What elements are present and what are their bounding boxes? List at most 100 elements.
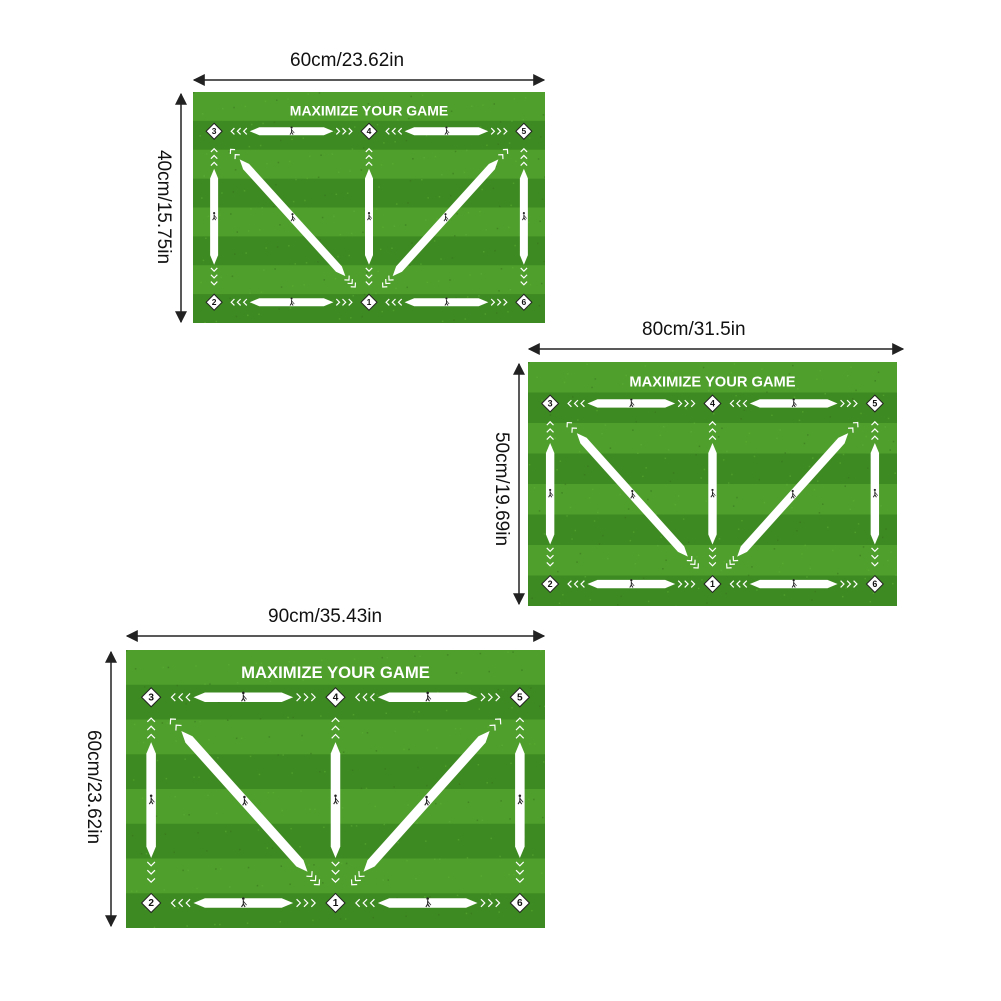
grass-texture xyxy=(352,713,355,716)
grass-texture xyxy=(230,830,232,833)
grass-texture xyxy=(379,101,381,104)
grass-texture xyxy=(674,503,677,506)
chevron-arrow-icon xyxy=(236,127,242,135)
chevron-arrow-icon xyxy=(344,275,350,281)
chevron-arrow-icon xyxy=(515,861,525,867)
grass-texture xyxy=(217,152,219,154)
grass-texture xyxy=(766,391,768,393)
grass-texture xyxy=(470,912,473,915)
chevron-arrow-icon xyxy=(480,898,486,908)
chevron-arrow-icon xyxy=(210,274,218,279)
grass-texture xyxy=(350,232,353,235)
grass-texture xyxy=(578,450,581,453)
grass-texture xyxy=(243,190,246,192)
grass-texture xyxy=(655,513,657,515)
grass-texture xyxy=(735,394,737,397)
grass-texture xyxy=(664,457,667,460)
chevron-arrow-icon xyxy=(690,559,696,566)
grass-texture xyxy=(543,260,545,263)
golfer-icon xyxy=(212,212,218,221)
station-number: 4 xyxy=(710,398,715,408)
chevron-arrow-icon xyxy=(331,877,340,884)
grass-texture xyxy=(769,382,771,385)
grass-texture xyxy=(280,286,283,288)
grass-texture xyxy=(376,694,379,696)
grass-texture xyxy=(818,512,821,514)
grass-texture xyxy=(429,896,431,898)
chevron-arrow-icon xyxy=(677,399,683,408)
grass-texture xyxy=(892,440,895,443)
grass-texture xyxy=(301,734,303,737)
chevron-arrow-icon xyxy=(178,898,184,908)
grass-texture xyxy=(644,365,647,367)
diamond-station-icon: 1 xyxy=(325,892,346,914)
grass-texture xyxy=(317,260,319,263)
grass-texture xyxy=(507,311,509,313)
grass-texture xyxy=(842,595,844,598)
chevron-arrow-icon xyxy=(480,693,486,702)
chevron-arrow-icon xyxy=(571,427,577,433)
grass-texture xyxy=(392,309,395,312)
grass-texture xyxy=(249,755,252,758)
grass-texture xyxy=(235,315,238,318)
grass-texture xyxy=(405,915,407,917)
grass-texture xyxy=(132,779,135,781)
grass-texture xyxy=(808,465,811,468)
grass-texture xyxy=(584,575,587,578)
grass-texture xyxy=(672,370,674,372)
grass-texture xyxy=(140,852,143,855)
grass-texture xyxy=(528,221,530,224)
chevron-arrow-icon xyxy=(369,898,375,908)
grass-texture xyxy=(366,732,369,734)
grass-texture xyxy=(229,886,231,888)
grass-texture xyxy=(215,320,218,323)
grass-texture xyxy=(539,220,541,223)
grass-texture xyxy=(720,569,722,572)
grass-texture xyxy=(778,571,781,573)
golfer-icon xyxy=(333,794,340,805)
grass-texture xyxy=(751,566,753,568)
grass-texture xyxy=(220,276,222,279)
grass-texture xyxy=(167,666,170,669)
grass-texture xyxy=(645,467,647,469)
chevron-arrow-icon xyxy=(520,161,528,166)
chevron-arrow-icon xyxy=(871,547,879,553)
grass-texture xyxy=(456,894,459,897)
grass-texture xyxy=(312,919,314,922)
chevron-arrow-icon xyxy=(365,267,373,272)
grass-texture xyxy=(219,923,221,926)
grass-texture xyxy=(717,436,720,438)
grass-texture xyxy=(293,116,296,119)
chevron-arrow-icon xyxy=(230,298,235,306)
grass-texture xyxy=(353,658,356,660)
grass-texture xyxy=(348,254,350,257)
grass-texture xyxy=(375,750,378,752)
grass-texture xyxy=(538,510,541,512)
grass-texture xyxy=(279,224,281,226)
grass-texture xyxy=(262,122,264,125)
grass-texture xyxy=(695,454,697,456)
grass-texture xyxy=(693,422,696,425)
chevron-arrow-icon xyxy=(365,154,373,160)
grass-texture xyxy=(692,564,695,567)
grass-texture xyxy=(811,599,813,601)
grass-texture xyxy=(193,92,195,94)
grass-texture xyxy=(637,554,640,556)
chevron-arrow-icon xyxy=(296,898,302,908)
grass-texture xyxy=(412,158,414,160)
grass-texture xyxy=(282,754,284,756)
grass-texture xyxy=(854,531,856,534)
grass-texture xyxy=(392,163,394,165)
chevron-arrow-icon xyxy=(503,127,508,135)
grass-texture xyxy=(303,284,305,286)
chevron-arrow-icon xyxy=(871,435,879,440)
grass-texture xyxy=(205,237,207,240)
grass-texture xyxy=(850,366,852,368)
grass-texture xyxy=(532,854,534,856)
grass-texture xyxy=(381,310,383,313)
grass-texture xyxy=(208,738,210,741)
grass-texture xyxy=(438,196,441,198)
grass-texture xyxy=(365,787,368,790)
grass-texture xyxy=(320,154,322,156)
